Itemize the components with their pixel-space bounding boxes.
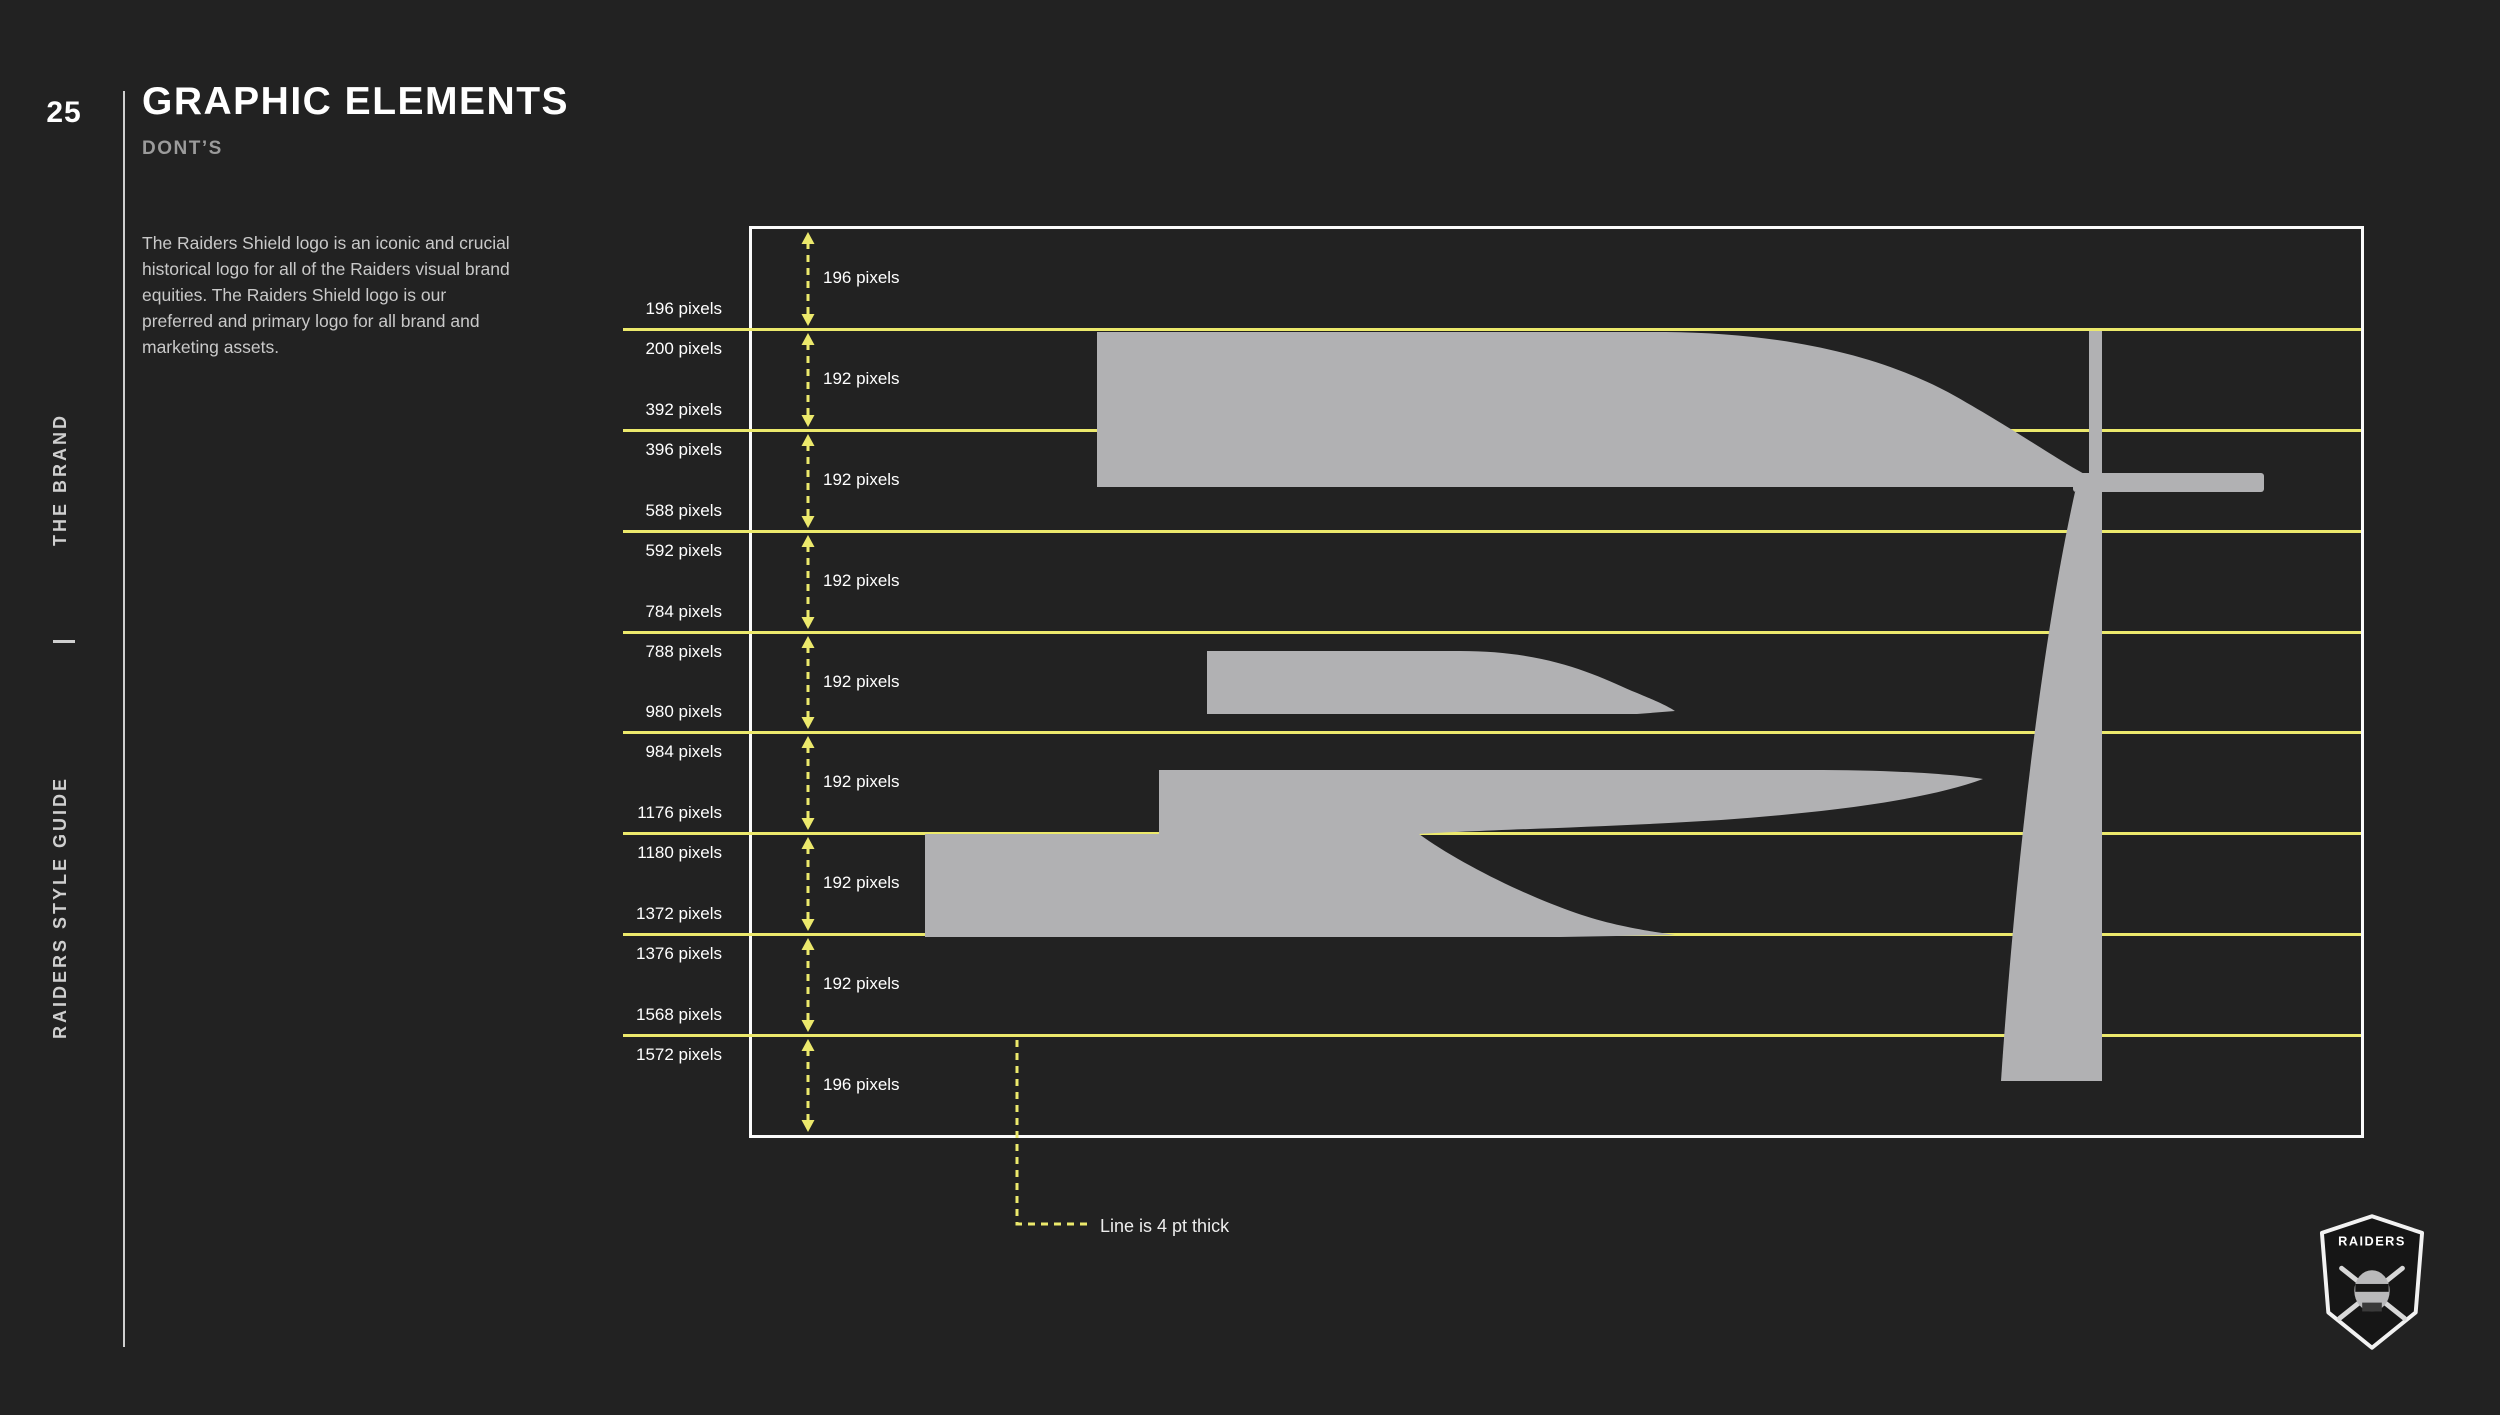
callout-label: Line is 4 pt thick <box>1100 1216 1230 1236</box>
helmet-icon <box>2354 1270 2390 1312</box>
shield-wordmark: RAIDERS <box>2338 1234 2406 1249</box>
raiders-shield-logo: RAIDERS <box>2319 1214 2425 1350</box>
pixel-position-label: 1572 pixels <box>635 1045 722 1064</box>
gap-size-label: 192 pixels <box>823 672 900 691</box>
page-subtitle: DONT’S <box>142 138 223 159</box>
pixel-position-label: 196 pixels <box>645 299 722 318</box>
pixel-position-label: 588 pixels <box>645 501 722 520</box>
pixel-position-label: 1376 pixels <box>635 944 722 963</box>
pixel-position-label: 592 pixels <box>645 541 722 560</box>
page-number: 25 <box>46 96 82 129</box>
pixel-position-label: 396 pixels <box>645 440 722 459</box>
pixel-position-label: 784 pixels <box>645 602 722 621</box>
gap-size-label: 192 pixels <box>823 873 900 892</box>
gap-size-label: 196 pixels <box>823 1075 900 1094</box>
pixel-position-label: 200 pixels <box>645 339 722 358</box>
pixel-position-label: 984 pixels <box>645 742 722 761</box>
gap-size-label: 192 pixels <box>823 974 900 993</box>
pixel-position-label: 980 pixels <box>645 702 722 721</box>
sidebar-guide-label: RAIDERS STYLE GUIDE <box>50 775 70 1039</box>
pixel-position-label: 392 pixels <box>645 400 722 419</box>
diagram-frame <box>749 226 2364 1138</box>
pixel-position-label: 1568 pixels <box>635 1005 722 1024</box>
gap-size-label: 192 pixels <box>823 571 900 590</box>
page-title: GRAPHIC ELEMENTS <box>142 80 570 123</box>
gap-size-label: 196 pixels <box>823 268 900 287</box>
pixel-position-label: 1180 pixels <box>637 843 722 862</box>
pixel-position-label: 788 pixels <box>645 642 722 661</box>
gap-size-label: 192 pixels <box>823 369 900 388</box>
sidebar-dash <box>53 640 75 643</box>
gap-size-label: 192 pixels <box>823 470 900 489</box>
pixel-position-label: 1176 pixels <box>637 803 722 822</box>
pixel-position-label: 1372 pixels <box>635 904 722 923</box>
sidebar-section-label: THE BRAND <box>50 413 70 546</box>
sidebar-divider <box>123 91 125 1347</box>
gap-size-label: 192 pixels <box>823 772 900 791</box>
intro-paragraph: The Raiders Shield logo is an iconic and… <box>142 233 510 357</box>
